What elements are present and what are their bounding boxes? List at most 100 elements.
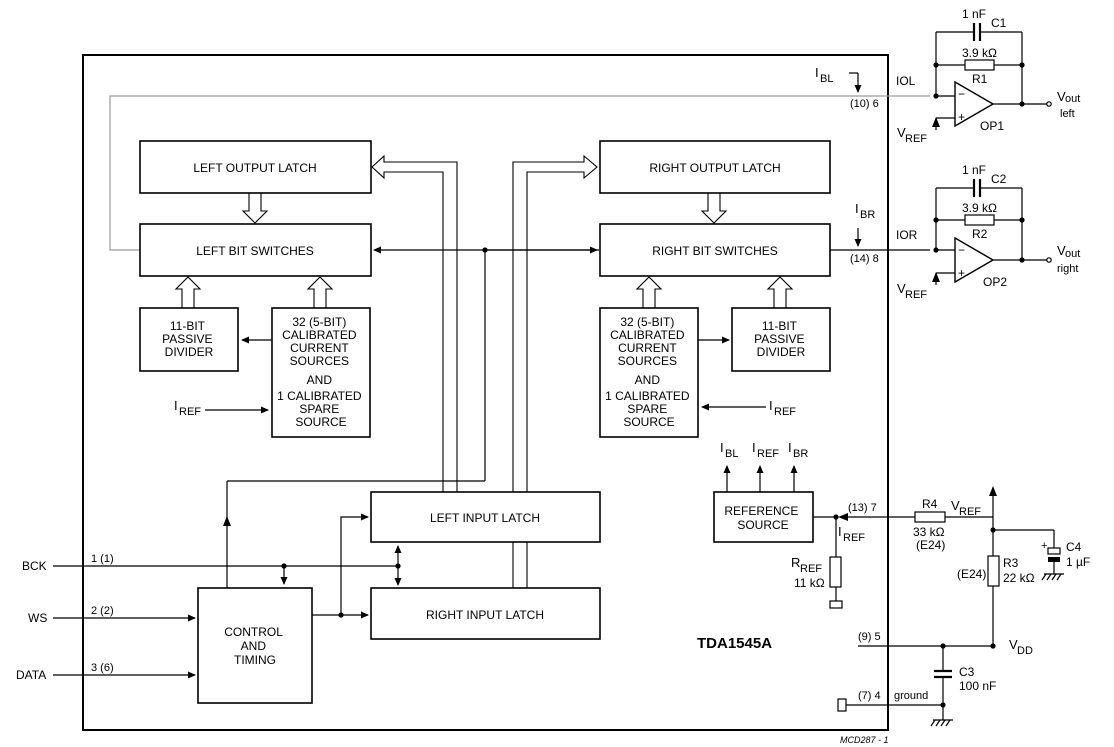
r4-name: R4	[922, 497, 938, 511]
right-sources-up-arrow	[635, 276, 663, 309]
c2-value: 1 nF	[962, 163, 986, 177]
left-divider-up-arrow	[174, 276, 202, 309]
data-pin: 3 (6)	[91, 662, 114, 674]
op1-minus: −	[958, 87, 965, 101]
c1-value: 1 nF	[962, 7, 986, 21]
vout-right-label: Vout	[1057, 243, 1080, 260]
left-passive-divider-label: 11-BIT PASSIVE DIVIDER	[162, 319, 216, 359]
right-iref-label: IREF	[769, 398, 796, 418]
left-bit-switches-label: LEFT BIT SWITCHES	[196, 244, 314, 258]
c2-name: C2	[991, 172, 1007, 186]
left-sources-up-arrow	[306, 276, 334, 309]
ibr-pin-label: IBR	[855, 201, 875, 221]
control-and-timing-label: CONTROL AND TIMING	[224, 625, 286, 667]
control-latch-junction	[338, 612, 344, 618]
op1-output-junction	[1019, 101, 1025, 107]
left-output-latch-label: LEFT OUTPUT LATCH	[193, 161, 316, 175]
switch-control-junction	[482, 247, 488, 253]
data-label: DATA	[16, 668, 46, 682]
r1-resistor	[964, 59, 995, 71]
c3-value: 100 nF	[959, 679, 996, 693]
r3-resistor	[987, 555, 1000, 587]
ior-label: IOR	[896, 228, 918, 242]
ground-junction	[940, 702, 946, 708]
chip-name: TDA1545A	[697, 635, 772, 652]
rref-ground-pad	[829, 600, 843, 609]
r2-name: R2	[972, 227, 988, 241]
right-input-latch-label: RIGHT INPUT LATCH	[426, 608, 544, 622]
iref-pin-label: IREF	[838, 524, 865, 544]
ior-pin: (14) 8	[850, 253, 879, 265]
iol-label: IOL	[896, 74, 916, 88]
right-bit-switches	[599, 223, 831, 277]
control-and-timing	[197, 587, 313, 704]
left-current-sources	[271, 307, 371, 438]
right-current-sources	[599, 307, 699, 438]
r4-value: 33 kΩ	[913, 525, 945, 539]
vdd-r3-junction	[990, 643, 996, 649]
c3-name: C3	[959, 665, 975, 679]
op2-output-junction	[1019, 257, 1025, 263]
reference-source-label: REFERENCE SOURCE	[724, 504, 801, 532]
vout-right-side: right	[1057, 263, 1078, 275]
ground-label: ground	[894, 690, 928, 702]
iref-pin: (13) 7	[848, 502, 877, 514]
vout-left-side: left	[1060, 108, 1075, 120]
op2-plus: +	[958, 266, 965, 280]
c4-ground-hatch	[1041, 573, 1062, 581]
r4-resistor	[914, 511, 946, 523]
iol-pin: (10) 6	[850, 98, 879, 110]
op1-plus: +	[958, 110, 965, 124]
left-input-latch	[370, 491, 601, 543]
bck-pin: 1 (1)	[91, 553, 114, 565]
rref-label: RREF	[791, 555, 822, 575]
right-input-latch	[370, 587, 601, 640]
chip-boundary	[82, 54, 889, 731]
vdd-label: VDD	[1009, 637, 1033, 657]
c4-value: 1 µF	[1066, 555, 1090, 569]
left-passive-divider	[139, 307, 239, 372]
c4-positive-plate	[1047, 547, 1061, 555]
left-data-bus	[371, 154, 458, 493]
vref-label: VREF	[951, 498, 981, 518]
op2-minus: −	[958, 243, 965, 257]
left-latch-to-switches-arrow	[241, 192, 269, 224]
ref-ibr-label: IBR	[788, 440, 808, 460]
op2-vref-arrowhead	[932, 272, 940, 282]
left-bit-switches	[139, 223, 372, 277]
r2-resistor	[964, 214, 995, 226]
reference-source	[713, 491, 814, 543]
iref-pin-arrowhead	[838, 513, 848, 521]
r2-value: 3.9 kΩ	[962, 201, 997, 215]
op2-amplifier	[954, 236, 995, 284]
ref-iref-label: IREF	[752, 440, 779, 460]
right-current-sources-label: 32 (5-BIT) CALIBRATED CURRENT SOURCES AN…	[605, 315, 693, 429]
vdd-pin: (9) 5	[858, 631, 881, 643]
left-output-latch	[139, 140, 372, 194]
figure-id: MCD287 - 1	[840, 735, 889, 745]
c4-negative-plate	[1048, 557, 1060, 562]
ws-pin: 2 (2)	[91, 605, 114, 617]
right-output-latch-label: RIGHT OUTPUT LATCH	[649, 161, 780, 175]
rref-value: 11 kΩ	[794, 576, 825, 590]
op1-vref-label: VREF	[897, 125, 927, 145]
rref-resistor	[829, 556, 842, 588]
left-output-wire	[109, 95, 930, 251]
c4-plus: +	[1041, 540, 1047, 552]
c4-name: C4	[1066, 540, 1082, 554]
r3-series: (E24)	[957, 567, 986, 581]
ground-pin-pad	[837, 698, 847, 712]
r4-series: (E24)	[916, 538, 945, 552]
left-current-sources-label: 32 (5-BIT) CALIBRATED CURRENT SOURCES AN…	[277, 315, 365, 429]
op1-amplifier	[954, 80, 995, 128]
c1-name: C1	[991, 16, 1007, 30]
r1-value: 3.9 kΩ	[962, 46, 997, 60]
r3-name: R3	[1003, 556, 1019, 570]
right-passive-divider	[731, 307, 831, 372]
right-passive-divider-label: 11-BIT PASSIVE DIVIDER	[754, 319, 808, 359]
op1-vref-arrowhead	[932, 117, 940, 127]
vout-left-terminal	[1046, 101, 1052, 107]
ws-label: WS	[28, 611, 47, 625]
vout-right-terminal	[1046, 257, 1052, 263]
